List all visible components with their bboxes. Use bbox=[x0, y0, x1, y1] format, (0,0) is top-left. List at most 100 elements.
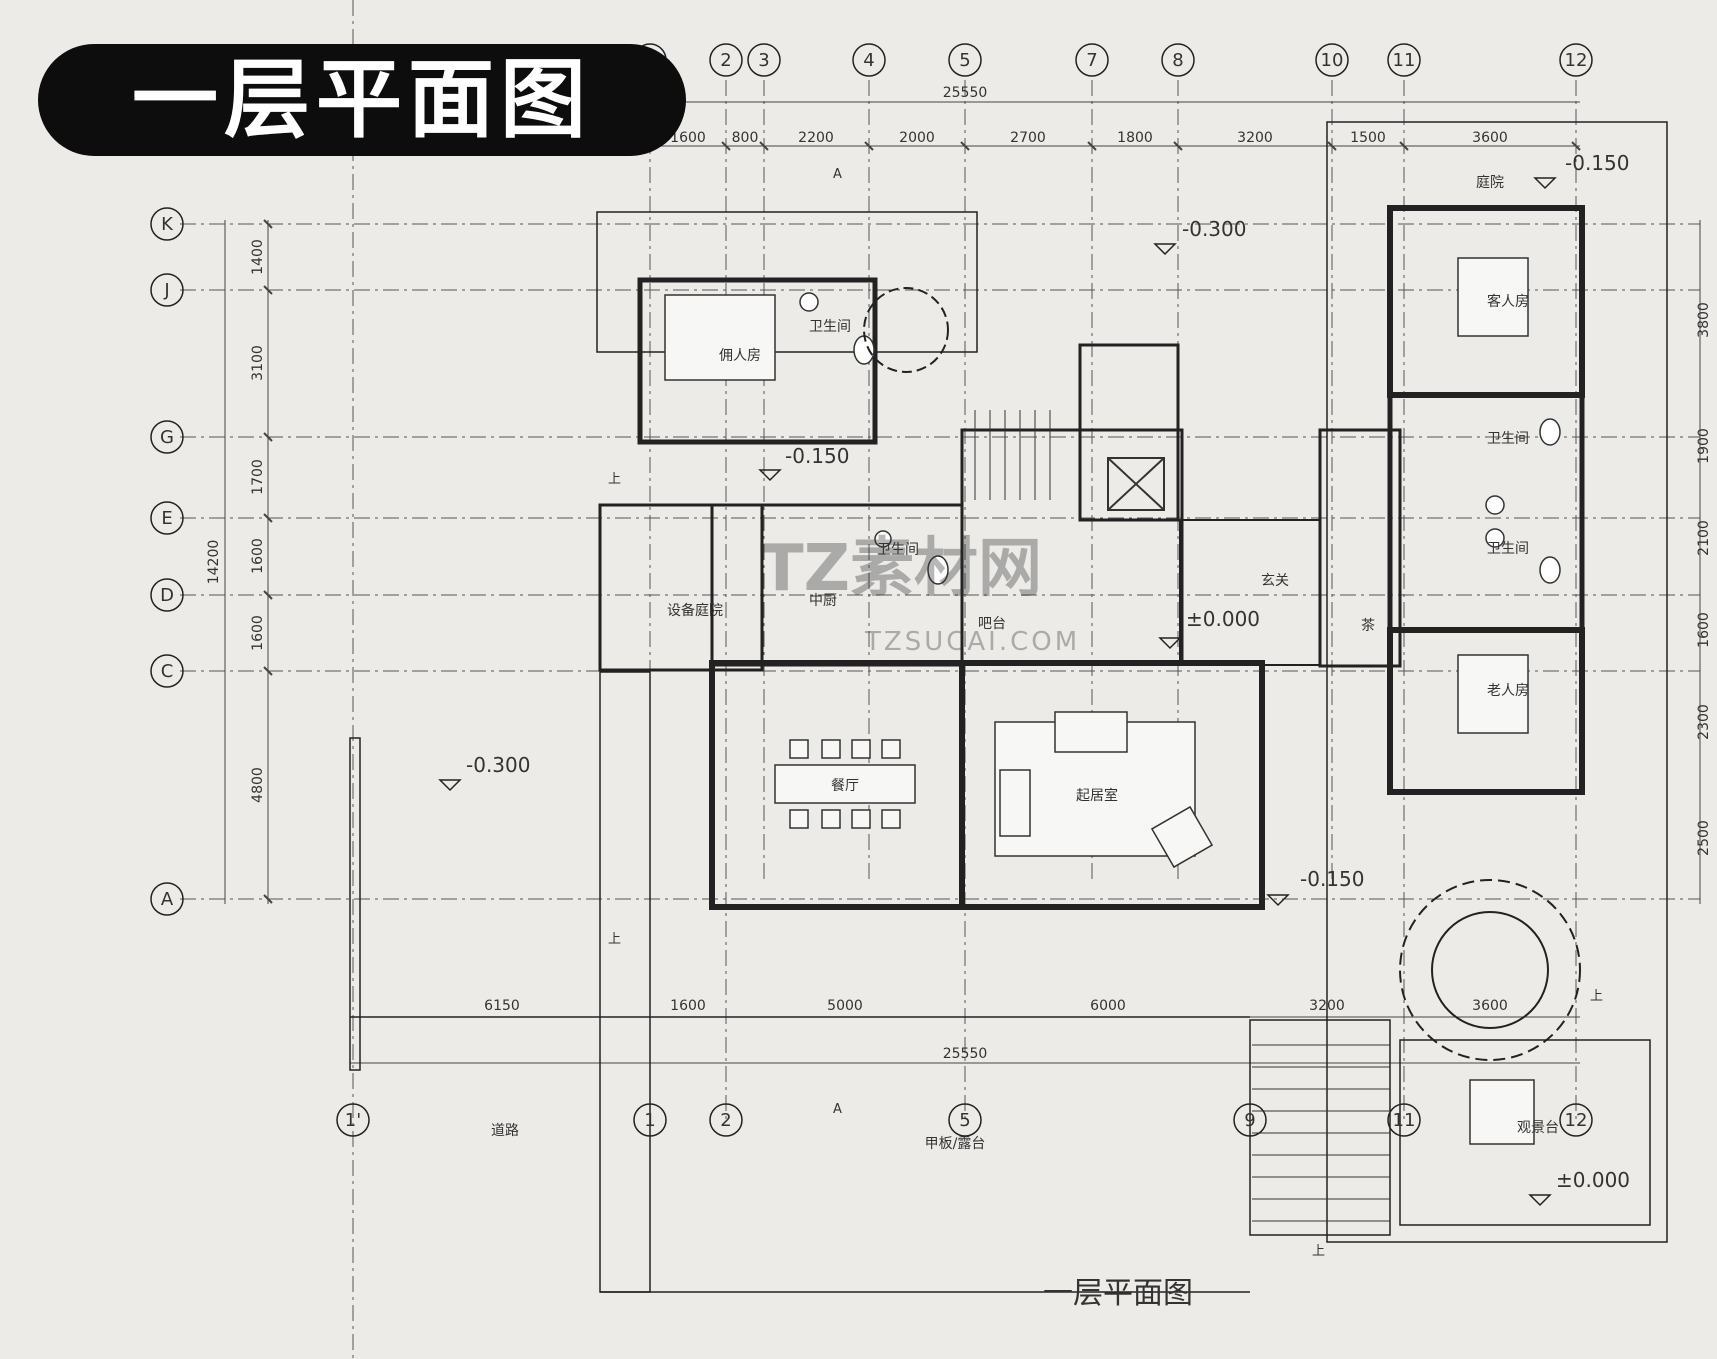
dim-bottom-2: 1600 bbox=[670, 998, 706, 1014]
axis-label-top-5: 5 bbox=[959, 50, 970, 71]
dim-right-6: 2500 bbox=[1696, 820, 1712, 856]
dim-top-7: 3200 bbox=[1237, 130, 1273, 146]
axis-label-top-12: 12 bbox=[1565, 50, 1588, 71]
room-deck: 甲板/露台 bbox=[925, 1136, 986, 1152]
room-dining: 餐厅 bbox=[831, 778, 859, 794]
level-6: -0.150 bbox=[1300, 867, 1364, 891]
left-axis-labels: K J G E D C A bbox=[160, 214, 174, 910]
room-servant: 佣人房 bbox=[719, 348, 761, 364]
level-3: -0.150 bbox=[1565, 151, 1629, 175]
axis-label-D: D bbox=[160, 585, 174, 606]
level-5: -0.300 bbox=[466, 753, 530, 777]
axis-label-G: G bbox=[160, 427, 174, 448]
level-4: ±0.000 bbox=[1186, 607, 1260, 631]
watermark-url: TZSUCAI.COM bbox=[864, 627, 1080, 657]
right-dimension-text: 3800 1900 2100 1600 2300 2500 bbox=[1696, 302, 1712, 856]
bottom-axis-labels: 1' 1 2 5 9 11 12 bbox=[345, 1110, 1588, 1131]
up-label-1: 上 bbox=[608, 472, 621, 487]
dim-bottom-3: 5000 bbox=[827, 998, 863, 1014]
building-walls bbox=[349, 121, 1668, 1293]
dim-top-9: 3600 bbox=[1472, 130, 1508, 146]
dim-top-4: 2000 bbox=[899, 130, 935, 146]
horizontal-axis-lines bbox=[180, 223, 1700, 900]
dim-top-total: 25550 bbox=[943, 85, 988, 101]
watermark: TZ素材网 TZSUCAI.COM bbox=[760, 532, 1080, 657]
dim-top-3: 2200 bbox=[798, 130, 834, 146]
dim-top-8: 1500 bbox=[1350, 130, 1386, 146]
room-viewing-deck: 观景台 bbox=[1517, 1120, 1559, 1136]
room-living: 起居室 bbox=[1076, 787, 1118, 804]
room-road: 道路 bbox=[491, 1123, 519, 1139]
axis-label-top-10: 10 bbox=[1321, 50, 1344, 71]
dim-right-5: 2300 bbox=[1696, 704, 1712, 740]
annotation-marks: 上 上 上 上 A A bbox=[608, 167, 1603, 1259]
dim-right-2: 1900 bbox=[1696, 428, 1712, 464]
level-markers bbox=[438, 177, 1557, 1207]
level-2: -0.300 bbox=[1182, 217, 1246, 241]
stair-treads bbox=[974, 410, 1390, 1222]
dim-top-5: 2700 bbox=[1010, 130, 1046, 146]
axis-label-top-8: 8 bbox=[1172, 50, 1183, 71]
dim-bottom-total: 25550 bbox=[943, 1046, 988, 1062]
room-bath-mid: 卫生间 bbox=[877, 542, 919, 558]
axis-label-bottom-11: 11 bbox=[1393, 1110, 1416, 1131]
dim-top-1: 1600 bbox=[670, 130, 706, 146]
living-set bbox=[664, 257, 1535, 1145]
dim-left-5: 1600 bbox=[250, 615, 266, 651]
axis-label-top-3: 3 bbox=[758, 50, 769, 71]
axis-label-J: J bbox=[163, 280, 169, 301]
room-bar: 吧台 bbox=[978, 616, 1006, 632]
axis-label-bottom-5: 5 bbox=[959, 1110, 970, 1131]
axis-label-C: C bbox=[161, 661, 174, 682]
up-label-2: 上 bbox=[608, 932, 621, 947]
tree-symbol bbox=[863, 287, 1581, 1061]
dim-bottom-6: 3600 bbox=[1472, 998, 1508, 1014]
room-tea: 茶 bbox=[1361, 618, 1375, 634]
room-bath-servant: 卫生间 bbox=[809, 319, 851, 335]
room-bath-right-1: 卫生间 bbox=[1487, 431, 1529, 447]
dim-left-3: 1700 bbox=[250, 459, 266, 495]
left-dimension-text: 1400 3100 1700 1600 1600 4800 14200 bbox=[206, 239, 266, 803]
axis-label-bottom-9: 9 bbox=[1244, 1110, 1255, 1131]
bottom-dimension-text: 6150 1600 5000 6000 3200 3600 25550 bbox=[484, 998, 1508, 1062]
axis-label-top-2: 2 bbox=[720, 50, 731, 71]
section-mark-top: A bbox=[833, 167, 842, 182]
axis-label-bottom-12: 12 bbox=[1565, 1110, 1588, 1131]
axis-label-A: A bbox=[161, 889, 174, 910]
plumbing-fixtures bbox=[799, 292, 1561, 585]
dim-top-6: 1800 bbox=[1117, 130, 1153, 146]
dim-left-6: 4800 bbox=[250, 767, 266, 803]
room-courtyard: 庭院 bbox=[1476, 174, 1504, 191]
dim-bottom-5: 3200 bbox=[1309, 998, 1345, 1014]
dim-right-1: 3800 bbox=[1696, 302, 1712, 338]
room-kitchen: 中厨 bbox=[809, 593, 837, 609]
section-mark-bottom: A bbox=[833, 1102, 842, 1117]
room-guest: 客人房 bbox=[1487, 293, 1529, 310]
axis-label-E: E bbox=[161, 508, 172, 529]
axis-label-K: K bbox=[161, 214, 174, 235]
room-foyer: 玄关 bbox=[1261, 572, 1289, 589]
dim-right-4: 1600 bbox=[1696, 612, 1712, 648]
axis-label-top-11: 11 bbox=[1393, 50, 1416, 71]
dining-set bbox=[774, 739, 916, 829]
up-label-4: 上 bbox=[1312, 1244, 1325, 1259]
page-title: 一层平面图 bbox=[38, 44, 686, 156]
axis-label-bottom-2: 2 bbox=[720, 1110, 731, 1131]
dim-left-1: 1400 bbox=[250, 239, 266, 275]
axis-bubbles bbox=[150, 43, 1593, 1137]
dim-bottom-4: 6000 bbox=[1090, 998, 1126, 1014]
dim-bottom-1: 6150 bbox=[484, 998, 520, 1014]
dim-top-2: 800 bbox=[732, 130, 759, 146]
footer-title: 一层平面图 bbox=[1043, 1276, 1193, 1311]
dim-left-4: 1600 bbox=[250, 538, 266, 574]
elevator-shaft bbox=[1107, 457, 1165, 511]
level-labels: -0.150 -0.300 -0.150 ±0.000 -0.300 -0.15… bbox=[466, 151, 1630, 1192]
level-1: -0.150 bbox=[785, 444, 849, 468]
up-label-3: 上 bbox=[1590, 989, 1603, 1004]
top-dimension-text: 25550 1600 800 2200 2000 2700 1800 3200 … bbox=[670, 85, 1508, 146]
room-elder: 老人房 bbox=[1487, 683, 1529, 699]
dim-left-total: 14200 bbox=[206, 540, 222, 585]
axis-label-bottom-1p: 1' bbox=[345, 1110, 361, 1131]
